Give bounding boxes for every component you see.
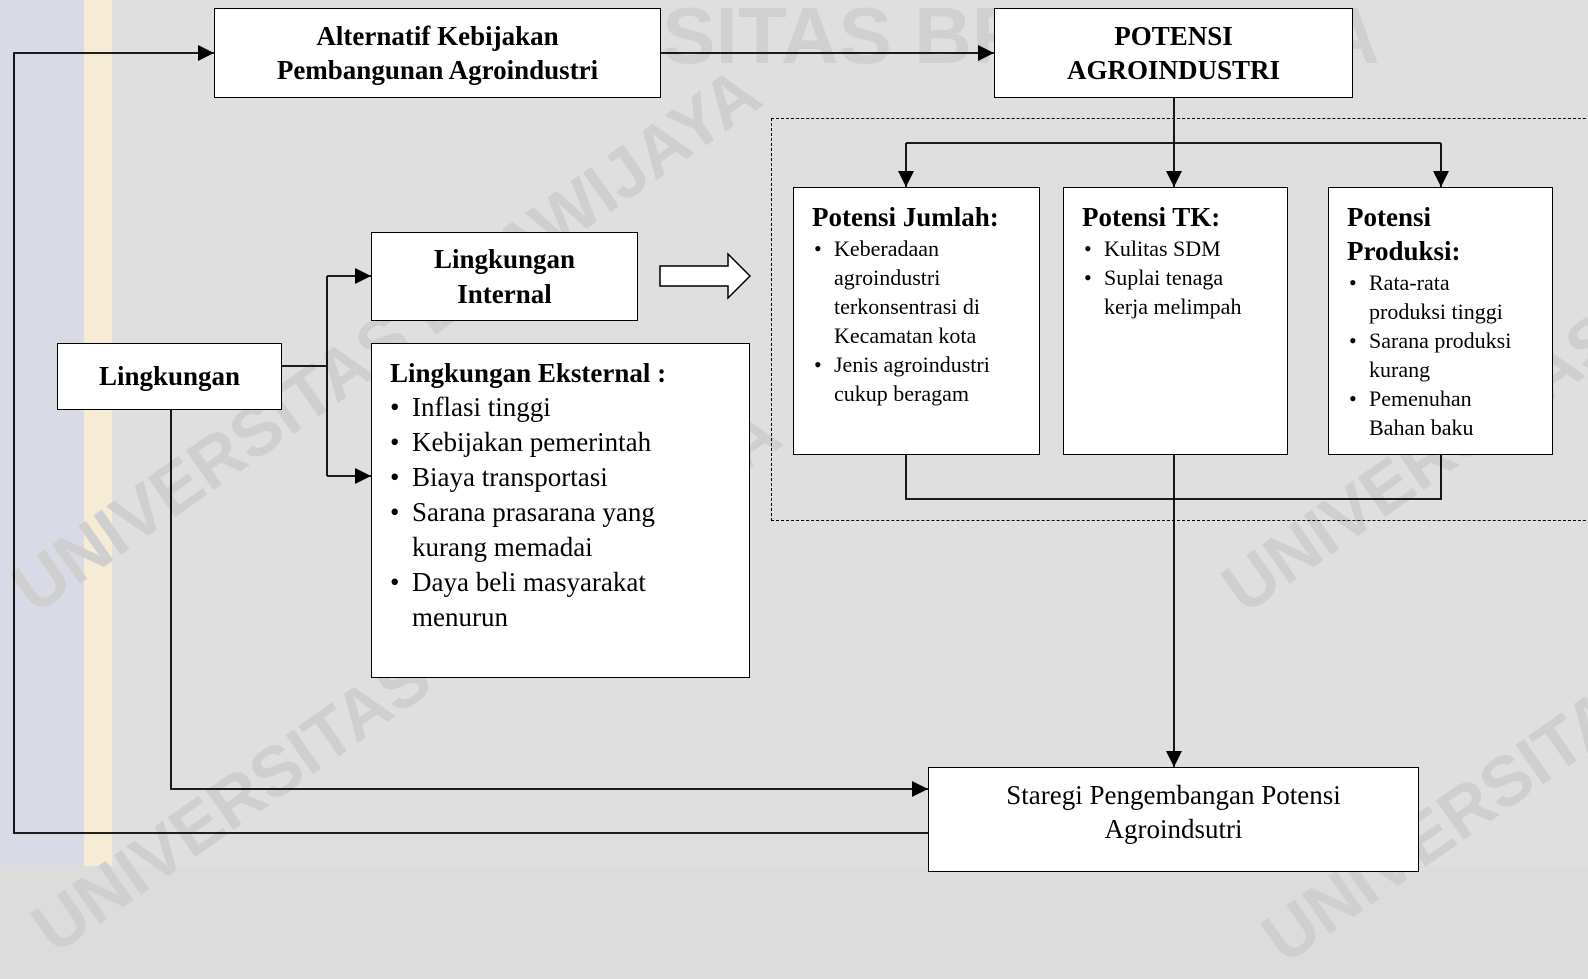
eksternal-list: Inflasi tinggi Kebijakan pemerintah Biay… bbox=[390, 390, 739, 635]
lingkungan-label: Lingkungan bbox=[98, 361, 241, 391]
tk-item: Kulitas SDM bbox=[1082, 234, 1277, 263]
tk-box: Potensi TK: Kulitas SDM Suplai tenaga ke… bbox=[1063, 187, 1288, 455]
jumlah-box: Potensi Jumlah: Keberadaan agroindustri … bbox=[793, 187, 1040, 455]
eksternal-item: Inflasi tinggi bbox=[390, 390, 739, 425]
jumlah-list: Keberadaan agroindustri terkonsentrasi d… bbox=[812, 234, 1025, 408]
produksi-item: Sarana produksi kurang bbox=[1347, 326, 1539, 384]
eksternal-item: Biaya transportasi bbox=[390, 460, 739, 495]
eksternal-item: Kebijakan pemerintah bbox=[390, 425, 739, 460]
connector-lines bbox=[13, 44, 1450, 834]
produksi-list: Rata-rata produksi tinggi Sarana produks… bbox=[1347, 268, 1542, 442]
block-arrow-internal bbox=[659, 252, 752, 300]
strategi-box: Staregi Pengembangan Potensi Agroindsutr… bbox=[928, 767, 1419, 872]
tk-title: Potensi TK: bbox=[1082, 202, 1221, 232]
tk-item: Suplai tenaga kerja melimpah bbox=[1082, 263, 1264, 321]
eksternal-title: Lingkungan Eksternal : bbox=[390, 358, 667, 388]
potensi-box: POTENSI AGROINDUSTRI bbox=[994, 8, 1353, 98]
lingkungan-box: Lingkungan bbox=[57, 343, 282, 410]
eksternal-box: Lingkungan Eksternal : Inflasi tinggi Ke… bbox=[371, 343, 750, 678]
eksternal-item: Daya beli masyarakat menurun bbox=[390, 565, 702, 635]
left-margin-cream-stripe bbox=[84, 0, 112, 866]
tk-list: Kulitas SDM Suplai tenaga kerja melimpah bbox=[1082, 234, 1277, 321]
arrow-strategi-to-alternatif bbox=[13, 44, 928, 834]
produksi-box: Potensi Produksi: Rata-rata produksi tin… bbox=[1328, 187, 1553, 455]
internal-label: Lingkungan Internal bbox=[433, 243, 576, 309]
alternatif-label: Alternatif Kebijakan Pembangunan Agroind… bbox=[276, 21, 599, 85]
produksi-title: Potensi Produksi: bbox=[1347, 202, 1461, 266]
produksi-item: Pemenuhan Bahan baku bbox=[1347, 384, 1499, 442]
eksternal-item: Sarana prasarana yang kurang memadai bbox=[390, 495, 702, 565]
jumlah-item: Keberadaan agroindustri terkonsentrasi d… bbox=[812, 234, 1004, 350]
alternatif-box: Alternatif Kebijakan Pembangunan Agroind… bbox=[214, 8, 661, 98]
produksi-item: Rata-rata produksi tinggi bbox=[1347, 268, 1529, 326]
jumlah-item: Jenis agroindustri cukup beragam bbox=[812, 350, 1024, 408]
potensi-label: POTENSI AGROINDUSTRI bbox=[1066, 21, 1281, 85]
jumlah-title: Potensi Jumlah: bbox=[812, 202, 999, 232]
arrow-lingkungan-to-strategi bbox=[170, 410, 928, 798]
internal-box: Lingkungan Internal bbox=[371, 232, 638, 321]
potensi-group-frame bbox=[771, 118, 1588, 521]
strategi-label: Staregi Pengembangan Potensi Agroindsutr… bbox=[1006, 780, 1341, 844]
